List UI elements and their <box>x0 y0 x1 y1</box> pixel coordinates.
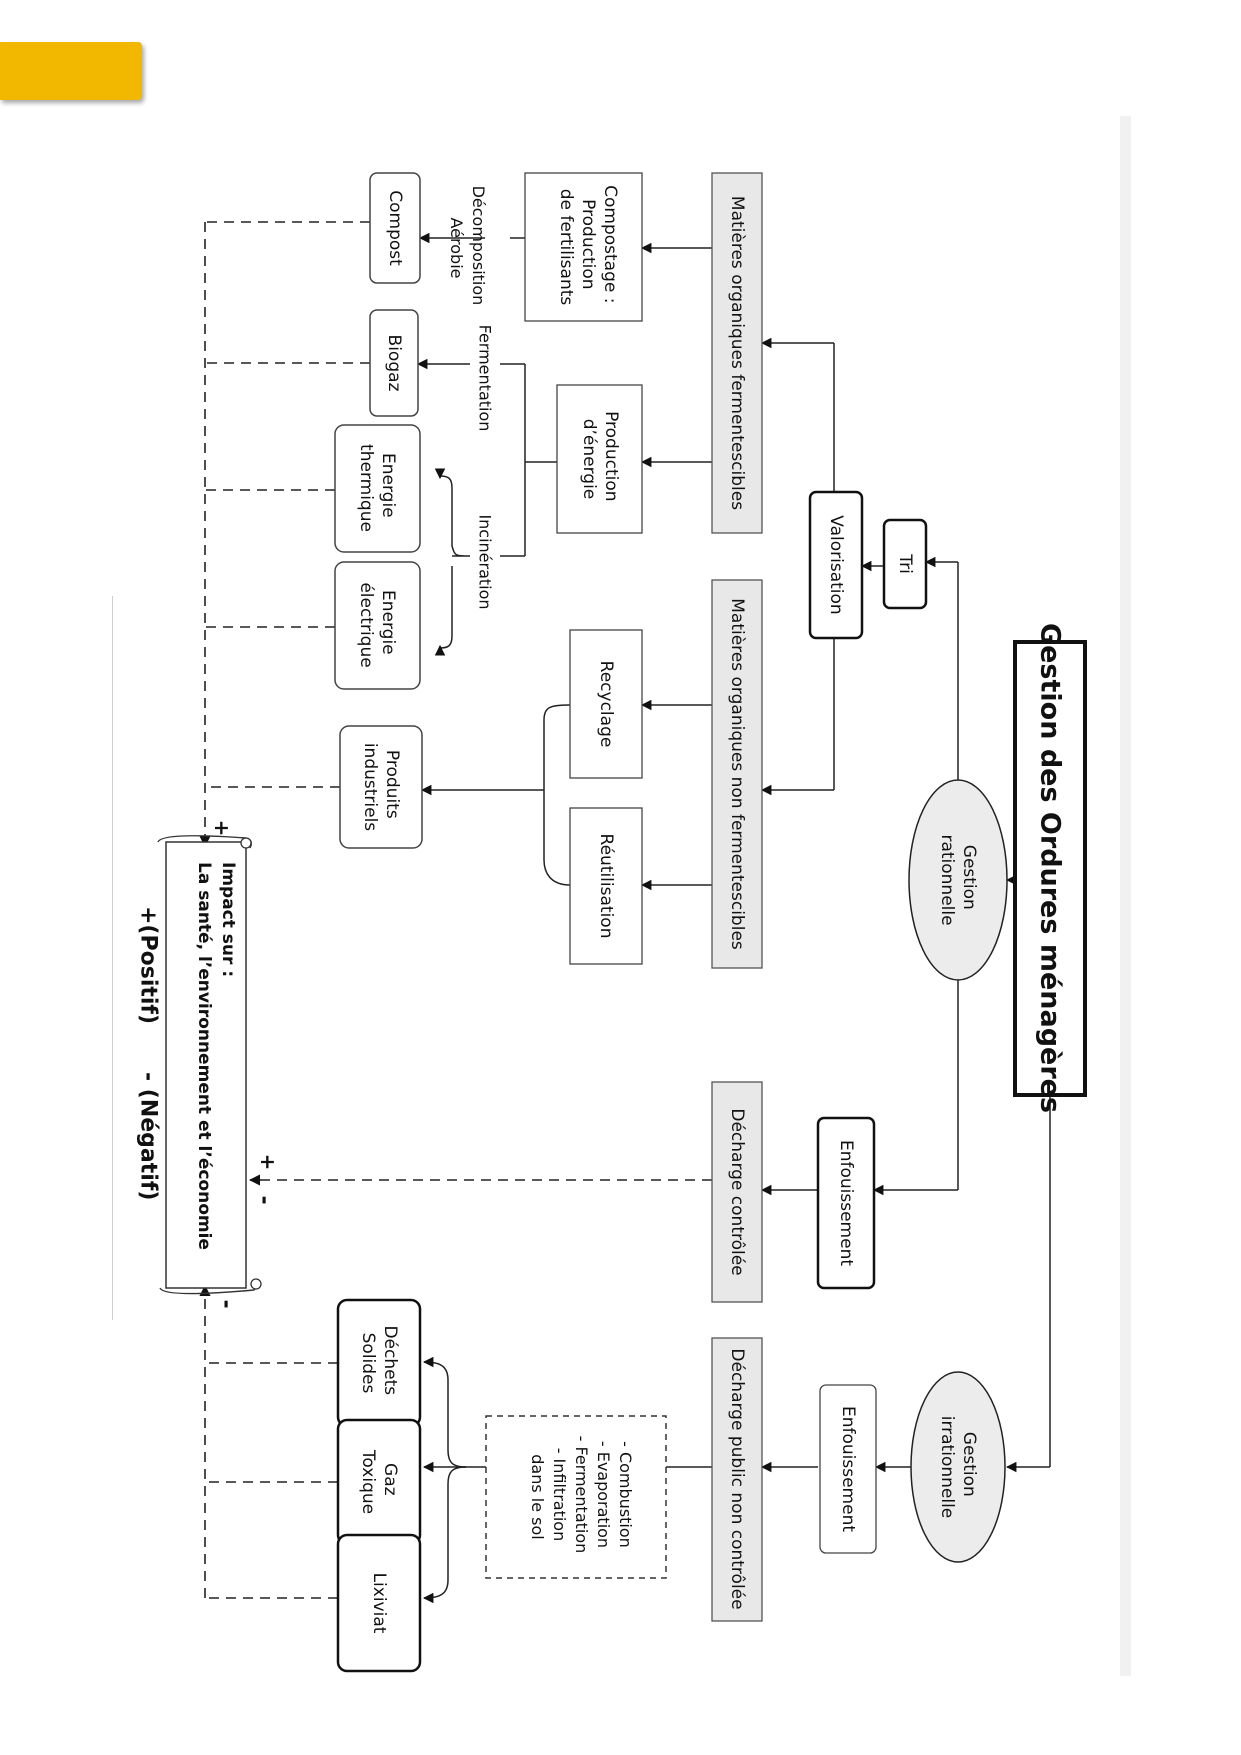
processus-line2: - Evaporation <box>594 1441 613 1548</box>
svg-text:Gestion rationnelle: Gestion rationnelle <box>937 834 979 925</box>
valorisation-label: Valorisation <box>826 515 846 614</box>
processus-line1: - Combustion <box>616 1441 635 1548</box>
dechets-solides-line1: Déchets <box>380 1325 400 1395</box>
enfouissement-non-controle-node: Enfouissement <box>819 1384 877 1554</box>
matieres-non-fermentescibles-label: Matières organiques non fermentescibles <box>727 598 747 950</box>
matieres-non-fermentescibles-node: Matières organiques non fermentescibles <box>711 579 763 969</box>
svg-text:Production d’énergie: Production d’énergie <box>579 411 621 507</box>
gestion-rationnelle-line1: Gestion <box>959 845 979 910</box>
title-box: Gestion des Ordures ménagères <box>1013 623 1087 1113</box>
compostage-line2: Production <box>578 199 598 289</box>
svg-text:Energie électrique: Energie électrique <box>356 582 398 667</box>
svg-text:Gaz Toxique: Gaz Toxique <box>358 1449 400 1514</box>
enfouissement-controle-label: Enfouissement <box>836 1140 856 1266</box>
enfouissement-controle-node: Enfouissement <box>816 1116 876 1290</box>
incineration-label: Incinération <box>476 514 495 609</box>
produits-industriels-node: Produits industriels <box>339 725 423 849</box>
production-energie-node: Production d’énergie <box>556 384 643 534</box>
matieres-fermentescibles-label: Matières organiques fermentescibles <box>727 196 747 510</box>
energie-electrique-line2: électrique <box>356 582 376 667</box>
gestion-irrationnelle-node: Gestion irrationnelle <box>910 1371 1006 1563</box>
enfouissement-non-controle-label: Enfouissement <box>838 1406 858 1532</box>
fermentation-label: Fermentation <box>476 325 495 432</box>
energie-electrique-line1: Energie <box>378 590 398 655</box>
svg-text:- Combustion - Evaporati: - Combustion - Evaporation - Fermentatio… <box>528 1436 635 1559</box>
compost-node: Compost <box>369 172 421 284</box>
svg-text:Gestion irrationnelle: Gestion irrationnelle <box>937 1416 979 1519</box>
decomposition-label-line2: Aérobie <box>447 218 466 279</box>
recyclage-label: Recyclage <box>596 661 616 748</box>
impact-line2: La santé, l’environnement et l’économie <box>194 862 214 1250</box>
gestion-rationnelle-line2: rationnelle <box>937 834 957 925</box>
gaz-toxique-line2: Toxique <box>358 1449 378 1514</box>
lixiviat-node: Lixiviat <box>336 1533 422 1673</box>
production-energie-line1: Production <box>601 411 621 501</box>
compost-label: Compost <box>385 190 405 266</box>
svg-text:Compostage : Production: Compostage : Production de fertilisants <box>556 185 620 309</box>
processus-line5: dans le sol <box>528 1454 547 1539</box>
svg-text:Energie thermique: Energie thermique <box>356 444 398 532</box>
decharge-non-controlee-label: Décharge public non contrôlée <box>727 1348 747 1609</box>
svg-text:Déchets Solides: Déchets Solides <box>358 1325 400 1400</box>
decharge-controlee-node: Décharge contrôlée <box>711 1081 763 1303</box>
tri-node: Tri <box>882 518 928 610</box>
reutilisation-node: Réutilisation <box>569 807 643 965</box>
solid-connectors <box>416 232 1051 1604</box>
page-edge-panel <box>1120 116 1131 1676</box>
title-text: Gestion des Ordures ménagères <box>1035 623 1066 1113</box>
produits-industriels-line2: industriels <box>360 743 380 831</box>
dechets-solides-node: Déchets Solides <box>336 1298 422 1428</box>
compostage-node: Compostage : Production de fertilisants <box>524 172 643 322</box>
svg-text:Décomposition Aérobie: Décomposition Aérobie <box>447 186 488 311</box>
biogaz-node: Biogaz <box>369 309 419 417</box>
gestion-rationnelle-node: Gestion rationnelle <box>908 779 1008 981</box>
legend-negative: - (Négatif) <box>136 1072 161 1200</box>
svg-text:Produits industriels: Produits industriels <box>360 743 402 831</box>
valorisation-node: Valorisation <box>808 490 864 640</box>
processus-node: - Combustion - Evaporation - Fermentatio… <box>485 1415 667 1579</box>
compostage-line3: de fertilisants <box>556 189 576 306</box>
matieres-fermentescibles-node: Matières organiques fermentescibles <box>711 172 763 534</box>
dashed-impact-connectors <box>199 221 712 1599</box>
processus-line4: - Infiltration <box>550 1448 569 1542</box>
minus-sign-bottom: - <box>214 1299 239 1308</box>
minus-sign-middle: - <box>252 1195 277 1204</box>
plus-sign-top: + <box>210 820 234 837</box>
processus-line3: - Fermentation <box>572 1436 591 1554</box>
dechets-solides-line2: Solides <box>358 1333 378 1394</box>
impact-line1: Impact sur : <box>218 862 238 977</box>
tri-label: Tri <box>895 553 915 574</box>
impact-scroll: Impact sur : La santé, l’environnement e… <box>157 835 262 1295</box>
gaz-toxique-line1: Gaz <box>380 1463 400 1496</box>
energie-electrique-node: Energie électrique <box>334 561 421 690</box>
lixiviat-label: Lixiviat <box>369 1573 389 1634</box>
divider-line <box>112 596 113 1320</box>
decomposition-label-line1: Décomposition <box>469 186 488 306</box>
production-energie-line2: d’énergie <box>579 419 599 500</box>
highlight-tab <box>0 42 142 100</box>
recyclage-node: Recyclage <box>569 629 643 779</box>
decharge-non-controlee-node: Décharge public non contrôlée <box>711 1337 763 1622</box>
gaz-toxique-node: Gaz Toxique <box>336 1418 422 1546</box>
energie-thermique-line2: thermique <box>356 444 376 532</box>
plus-sign-middle: + <box>256 1154 280 1171</box>
compostage-line1: Compostage : <box>600 185 620 303</box>
energie-thermique-node: Energie thermique <box>334 424 421 553</box>
biogaz-label: Biogaz <box>384 335 404 392</box>
gestion-irrationnelle-line1: Gestion <box>959 1432 979 1497</box>
legend-positive: +(Positif) <box>136 906 161 1024</box>
produits-industriels-line1: Produits <box>382 750 402 819</box>
gestion-irrationnelle-line2: irrationnelle <box>937 1416 957 1519</box>
reutilisation-label: Réutilisation <box>596 834 616 939</box>
decharge-controlee-label: Décharge contrôlée <box>727 1108 747 1275</box>
energie-thermique-line1: Energie <box>378 453 398 518</box>
